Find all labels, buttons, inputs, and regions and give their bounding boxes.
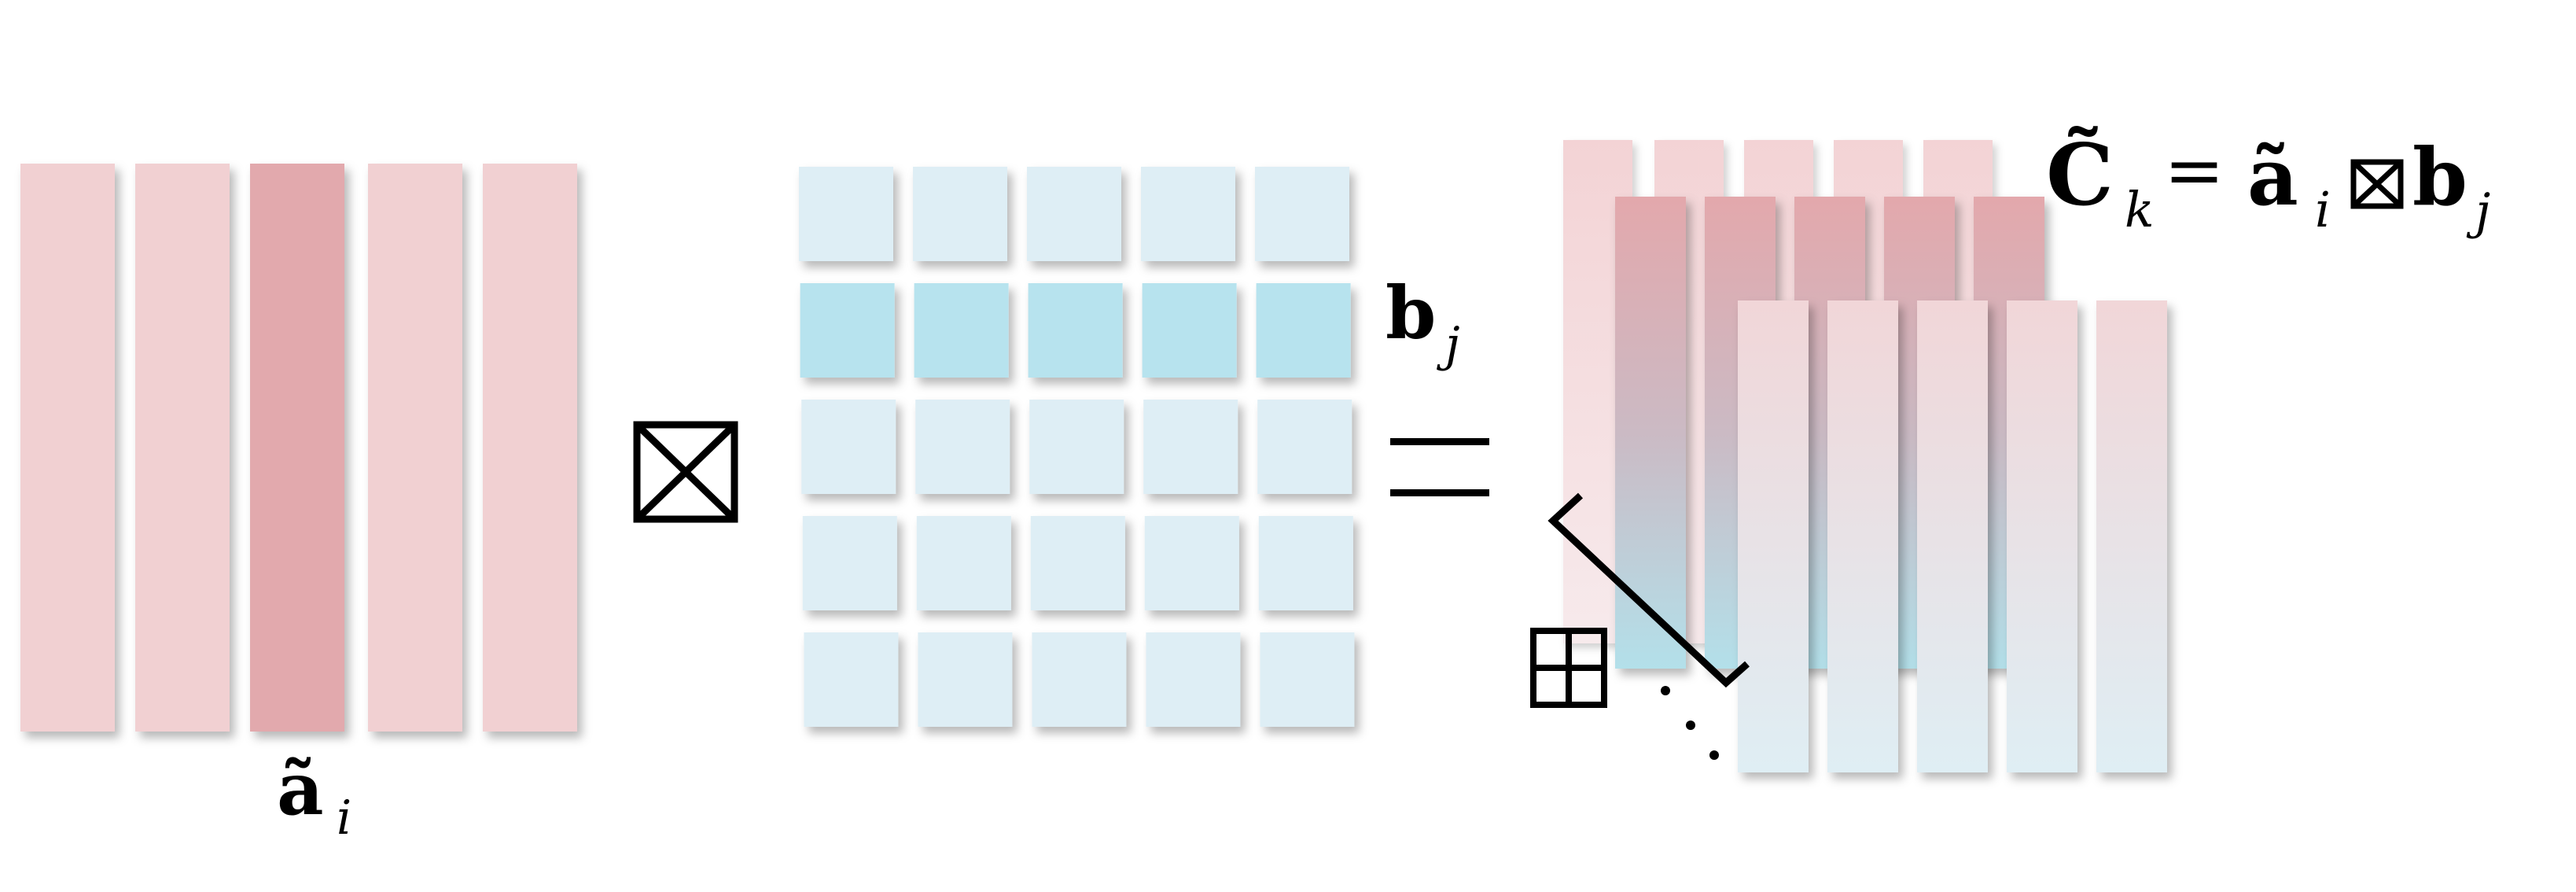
- label-b: b j: [1386, 271, 1460, 372]
- b-subscript: j: [1437, 317, 1460, 372]
- matrix-a-column-highlighted: [250, 164, 344, 732]
- result-middle-column: [1615, 197, 1686, 669]
- matrix-b-cell-highlighted: [1028, 283, 1123, 378]
- equation-a-tilde: ã: [2247, 131, 2298, 223]
- boxed-plus-icon: [1530, 628, 1607, 708]
- matrix-b-cell-highlighted: [1256, 283, 1351, 378]
- matrix-b-cell: [1257, 400, 1352, 494]
- matrix-b-cell: [1027, 167, 1121, 261]
- matrix-b-cell: [799, 167, 893, 261]
- matrix-a-column: [368, 164, 462, 732]
- b-symbol: b: [1386, 271, 1436, 356]
- matrix-b-cell: [915, 400, 1010, 494]
- matrix-b-cell: [1143, 400, 1238, 494]
- result-equation: C̃ k = ã i b j: [2046, 124, 2490, 240]
- boxed-times-icon: [633, 421, 738, 523]
- matrix-b-cell-highlighted: [914, 283, 1009, 378]
- corner-bracket-icon: [1547, 492, 1750, 688]
- matrix-b-cell: [1258, 516, 1353, 610]
- matrix-b-cell: [913, 167, 1007, 261]
- matrix-b-cell: [1146, 632, 1241, 727]
- matrix-b-cell: [1030, 516, 1125, 610]
- matrix-a-column: [483, 164, 577, 732]
- matrix-b-cell: [804, 632, 899, 727]
- result-front-column: [2007, 300, 2077, 772]
- matrix-a-column: [135, 164, 230, 732]
- matrix-b-cell-highlighted: [800, 283, 895, 378]
- equation-boxed-times-icon: [2350, 159, 2404, 209]
- equation-a-subscript: i: [2315, 181, 2331, 238]
- matrix-b-cell: [1029, 400, 1124, 494]
- matrix-b-cell: [916, 516, 1011, 610]
- matrix-a: [20, 164, 577, 732]
- matrix-b-cell: [1260, 632, 1355, 727]
- result-front-column: [1917, 300, 1988, 772]
- matrix-b-cell: [918, 632, 1013, 727]
- a-tilde-symbol: ã: [277, 746, 324, 831]
- matrix-b-cell: [802, 516, 897, 610]
- matrix-b-cell: [801, 400, 896, 494]
- equation-b: b: [2412, 131, 2467, 223]
- c-subscript: k: [2125, 181, 2155, 238]
- result-front-column: [1738, 300, 1809, 772]
- equation-b-subscript: j: [2466, 182, 2490, 240]
- a-subscript: i: [337, 791, 351, 846]
- matrix-b-cell-highlighted: [1142, 283, 1237, 378]
- equation-equals: =: [2164, 128, 2225, 212]
- matrix-b-cell: [1141, 167, 1235, 261]
- equals-sign: [1390, 438, 1489, 496]
- matrix-b-cell: [1032, 632, 1127, 727]
- matrix-b-cell: [1144, 516, 1239, 610]
- c-tilde-symbol: C̃: [2046, 124, 2114, 225]
- matrix-b-cell: [1255, 167, 1349, 261]
- result-front-column: [2096, 300, 2167, 772]
- label-a-tilde: ã i: [277, 746, 351, 846]
- matrix-a-column: [20, 164, 115, 732]
- result-layer-front: [1738, 300, 2167, 772]
- diagonal-dots-icon: [1661, 686, 1719, 760]
- result-front-column: [1827, 300, 1898, 772]
- matrix-b: [799, 167, 1355, 727]
